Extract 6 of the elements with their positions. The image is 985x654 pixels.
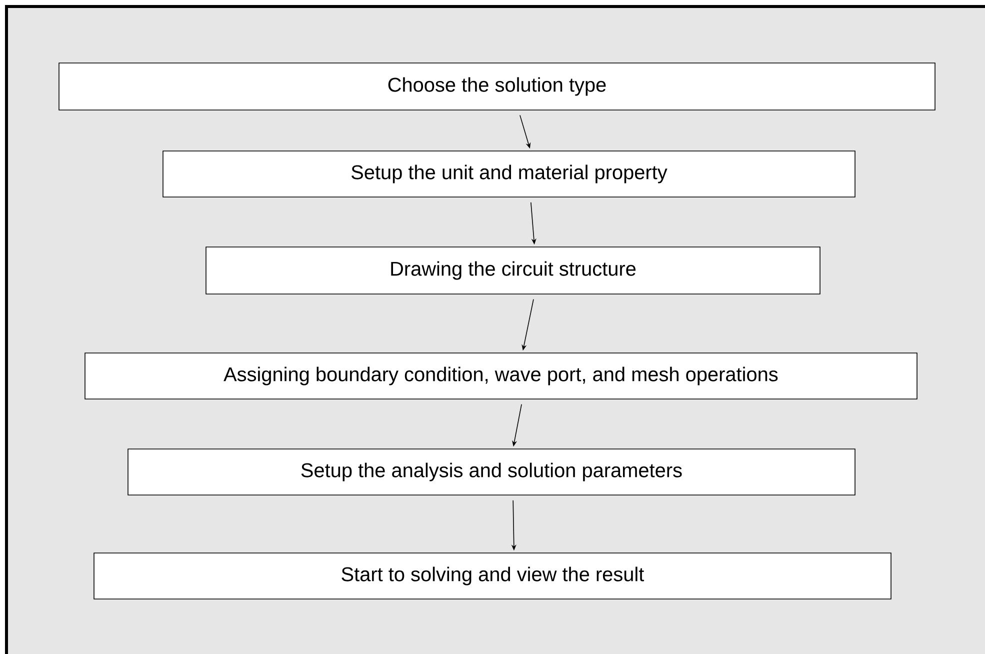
process-box: Assigning boundary condition, wave port, and mesh operations	[84, 352, 918, 400]
process-box: Setup the unit and material property	[162, 150, 856, 198]
process-box: Setup the analysis and solution parameters	[128, 448, 856, 496]
process-box: Start to solving and view the result	[94, 552, 892, 600]
process-box: Drawing the circuit structure	[206, 246, 820, 294]
process-box: Choose the solution type	[58, 62, 936, 110]
